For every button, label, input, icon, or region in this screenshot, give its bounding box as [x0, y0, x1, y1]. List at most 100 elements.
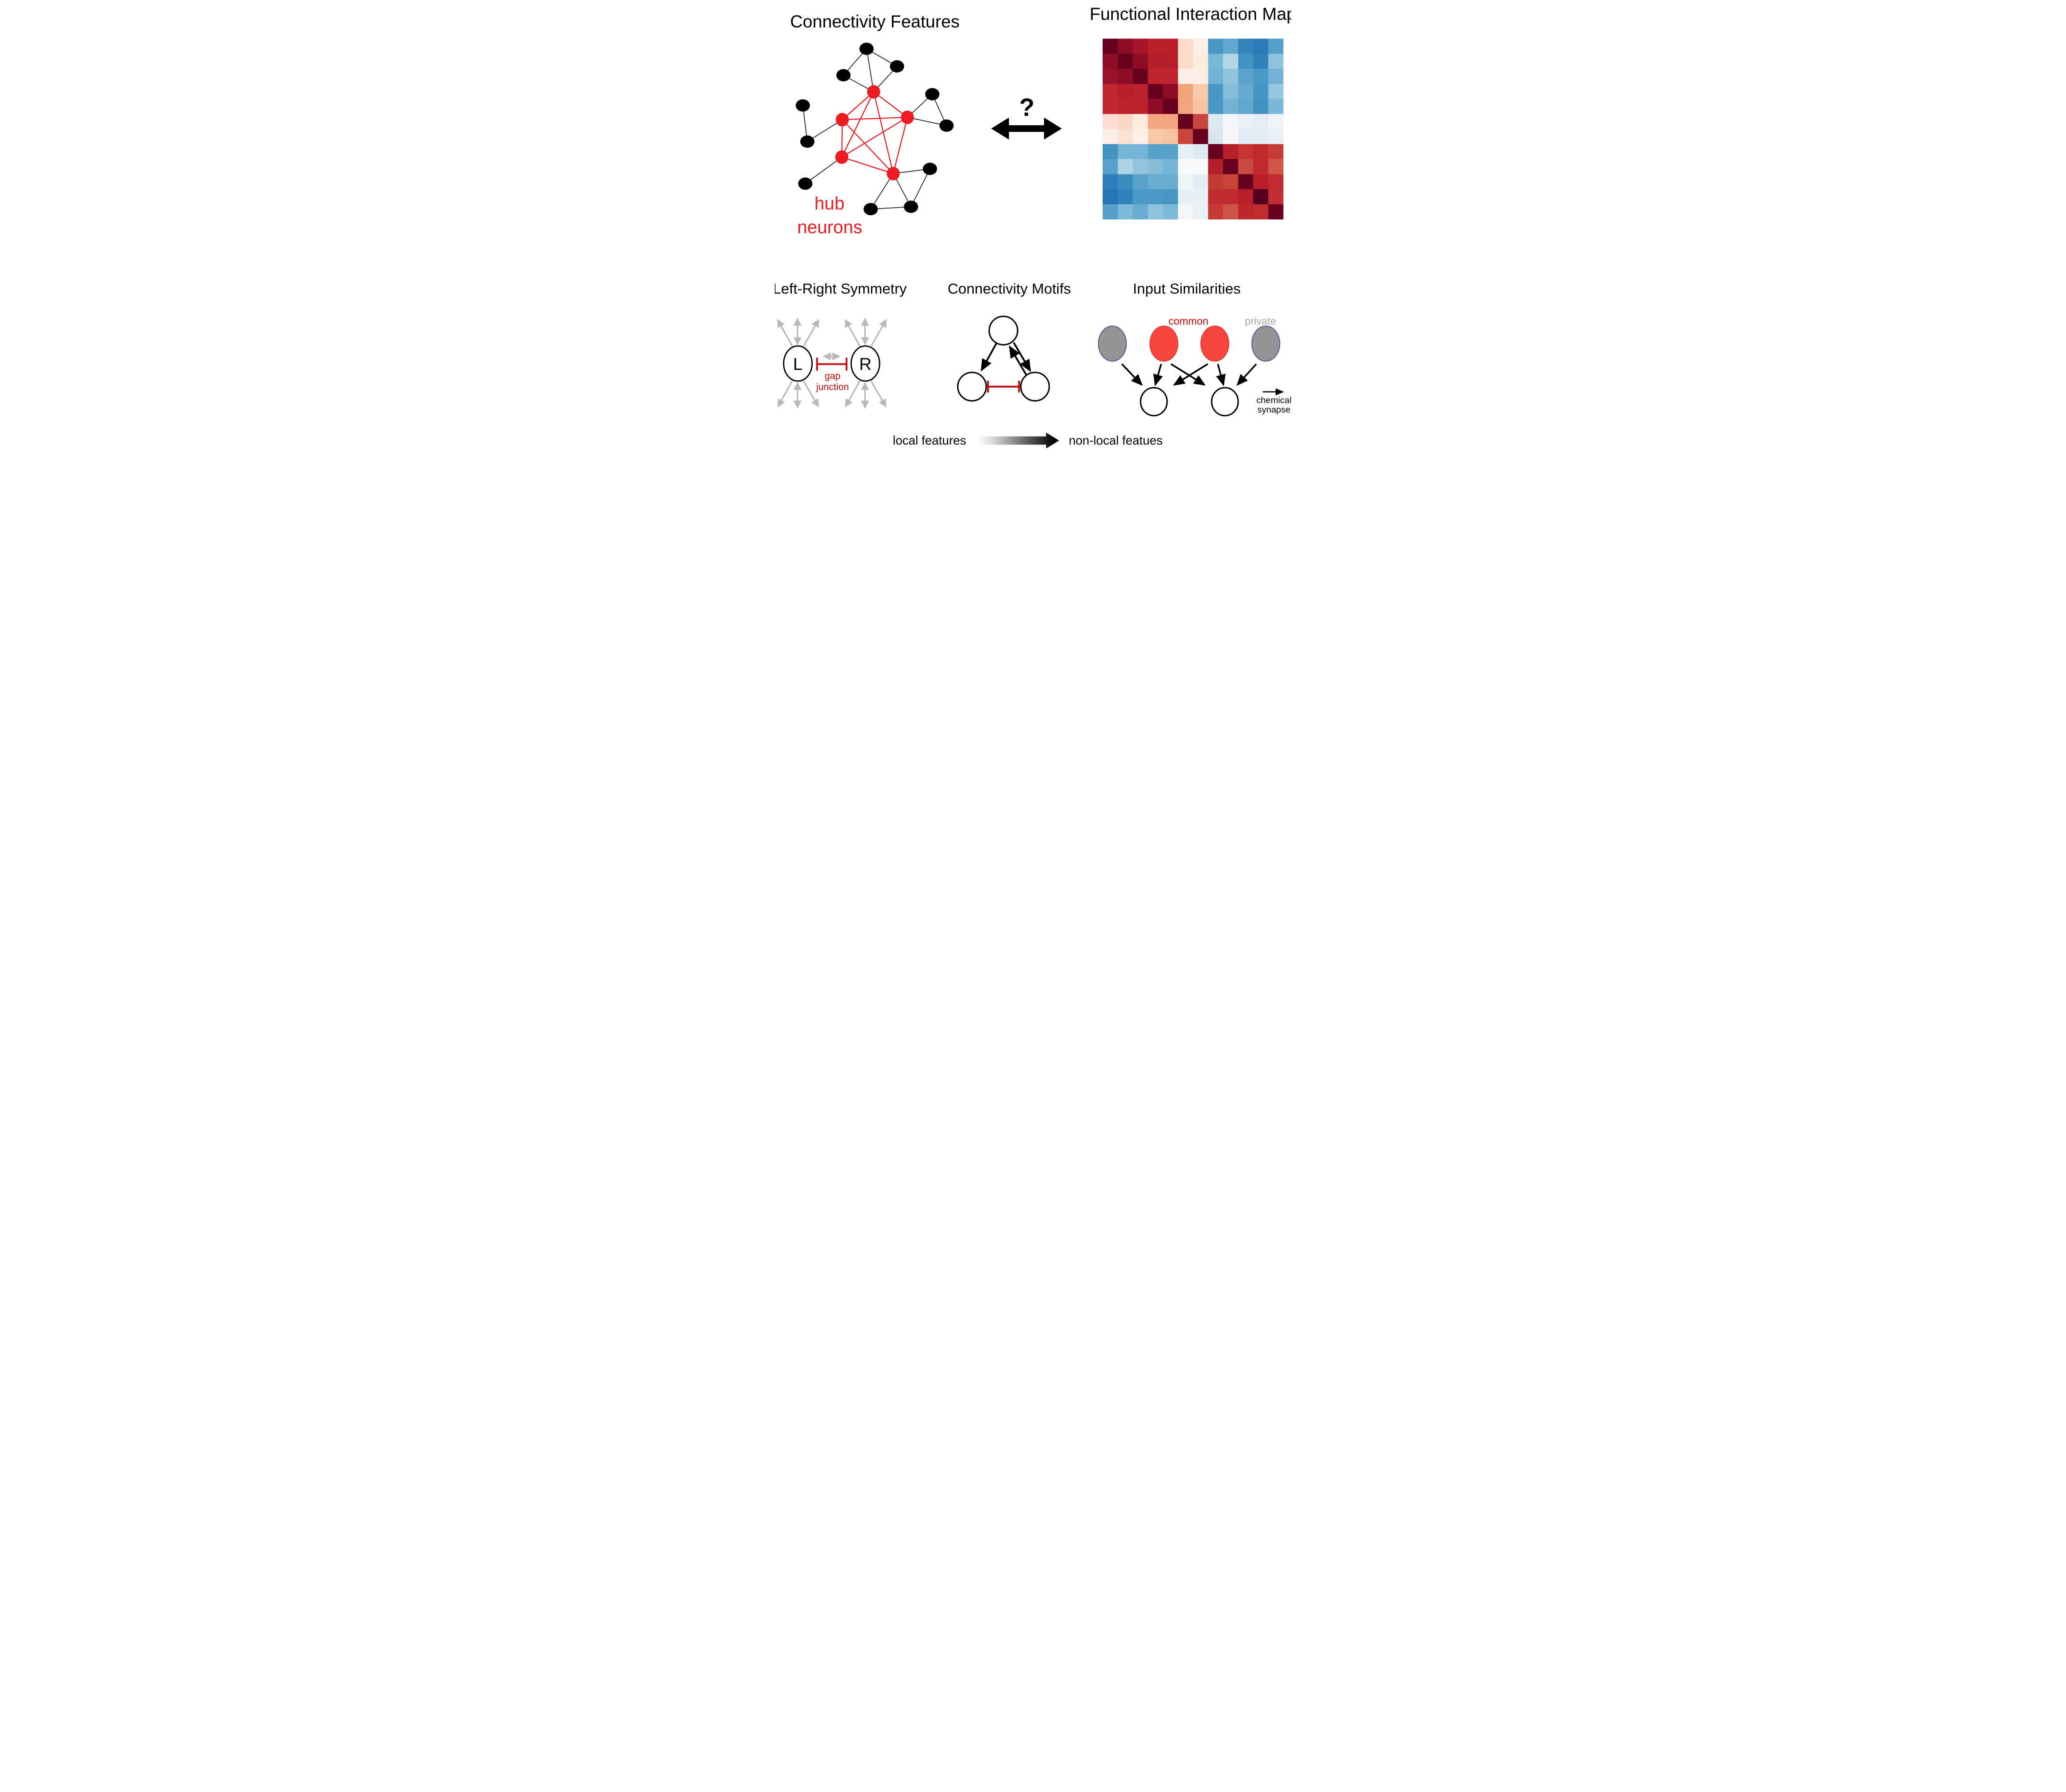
- network-edge-r2-r5: [842, 119, 894, 174]
- heatmap-cell-r10-c7: [1193, 174, 1208, 190]
- input-arrow-3: [1173, 363, 1208, 386]
- heatmap-cell-r8-c2: [1117, 144, 1133, 159]
- figure-container: Connectivity Features Functional Interac…: [775, 0, 1291, 448]
- left-neuron-circle: [783, 345, 813, 382]
- right-neuron-circle: [850, 345, 880, 382]
- heatmap-cell-r12-c12: [1268, 204, 1284, 219]
- heatmap-cell-r12-c6: [1178, 204, 1193, 219]
- heatmap-cell-r6-c8: [1208, 114, 1223, 129]
- heatmap-cell-r1-c8: [1208, 38, 1223, 54]
- question-relation: ?: [991, 94, 1062, 140]
- target-neuron-1: [1211, 387, 1239, 417]
- heatmap-cell-r8-c7: [1193, 144, 1208, 159]
- heatmap-cell-r5-c7: [1193, 99, 1208, 114]
- heatmap-cell-r9-c12: [1268, 159, 1284, 174]
- heatmap-cell-r3-c6: [1178, 69, 1193, 84]
- heatmap-cell-r10-c8: [1208, 174, 1223, 190]
- neuron-node-b5: [800, 135, 815, 148]
- neuron-node-b10: [863, 203, 878, 216]
- heatmap-cell-r4-c9: [1223, 83, 1238, 99]
- motif-circle-0: [988, 316, 1018, 346]
- heatmap-cell-r7-c9: [1223, 129, 1238, 144]
- neuron-node-b7: [925, 88, 940, 100]
- heatmap-cell-r2-c1: [1103, 54, 1118, 69]
- heatmap-cell-r10-c2: [1117, 174, 1133, 190]
- lr-gray-arrow-right-3: [845, 380, 861, 408]
- right-neuron-label: R: [859, 355, 871, 374]
- motif-inhibition-bar: [987, 381, 1020, 393]
- heatmap-cell-r4-c2: [1117, 83, 1133, 99]
- heatmap-cell-r2-c8: [1208, 54, 1223, 69]
- gap-junction-label-line2: junction: [816, 382, 849, 392]
- heatmap-cell-r9-c8: [1208, 159, 1223, 174]
- heatmap-cell-r6-c12: [1268, 114, 1284, 129]
- heatmap-cell-r3-c7: [1193, 69, 1208, 84]
- heatmap-cell-r7-c1: [1103, 129, 1118, 144]
- non-local-features-label: non-local featues: [1069, 433, 1162, 447]
- heatmap-cell-r10-c12: [1268, 174, 1284, 190]
- heatmap-cell-r6-c5: [1163, 114, 1178, 129]
- hub-neuron-node-r2: [835, 113, 849, 127]
- heatmap-cell-r5-c4: [1148, 99, 1163, 114]
- lr-gray-arrow-left-5: [803, 380, 819, 408]
- heatmap-cell-r1-c10: [1238, 38, 1253, 54]
- network-edge-b6-r4: [805, 156, 842, 184]
- heatmap-cell-r12-c11: [1253, 204, 1269, 219]
- network-edge-r2-r3: [842, 117, 908, 120]
- left-right-symmetry-title: Left-Right Symmetry: [775, 280, 907, 297]
- neuron-node-b4: [796, 99, 810, 112]
- network-edge-r4-r5: [842, 156, 894, 174]
- heatmap-cell-r3-c8: [1208, 69, 1223, 84]
- network-edge-b9-b11: [910, 168, 931, 207]
- heatmap-cell-r8-c9: [1223, 144, 1238, 159]
- heatmap-cell-r2-c10: [1238, 54, 1253, 69]
- lr-circles: [783, 345, 880, 382]
- heatmap-cell-r6-c10: [1238, 114, 1253, 129]
- heatmap-cell-r5-c8: [1208, 99, 1223, 114]
- gap-junction-connector: [816, 352, 848, 371]
- heatmap-cell-r6-c2: [1117, 114, 1133, 129]
- input-arrow-1: [1153, 364, 1163, 386]
- heatmap-cell-r10-c11: [1253, 174, 1269, 190]
- hub-neuron-node-r4: [835, 150, 849, 164]
- input-similarities-title: Input Similarities: [1133, 280, 1241, 297]
- heatmap-cell-r8-c11: [1253, 144, 1269, 159]
- heatmap-cell-r10-c3: [1133, 174, 1148, 190]
- heatmap-cell-r2-c4: [1148, 54, 1163, 69]
- left-neuron-label: L: [793, 355, 803, 374]
- heatmap-cell-r5-c9: [1223, 99, 1238, 114]
- heatmap-cell-r7-c4: [1148, 129, 1163, 144]
- heatmap-cell-r4-c11: [1253, 83, 1269, 99]
- heatmap-cell-r5-c2: [1117, 99, 1133, 114]
- network-edge-r3-r4: [841, 117, 908, 158]
- network-edge-r1-r3: [873, 91, 908, 118]
- network-edge-r1-r2: [842, 91, 874, 120]
- heatmap-cell-r9-c10: [1238, 159, 1253, 174]
- heatmap-cell-r10-c9: [1223, 174, 1238, 190]
- motif-circle-2: [1020, 372, 1050, 402]
- input-ellipses: [1098, 326, 1280, 417]
- heatmap-cell-r1-c6: [1178, 38, 1193, 54]
- heatmap-cell-r5-c10: [1238, 99, 1253, 114]
- heatmap-cell-r7-c2: [1117, 129, 1133, 144]
- hub-neuron-node-r1: [867, 85, 880, 99]
- heatmap-cell-r10-c5: [1163, 174, 1178, 190]
- network-edge-r1-r4: [841, 91, 874, 157]
- left-right-symmetry-diagram: L R gap junction: [777, 318, 887, 409]
- heatmap-cell-r3-c4: [1148, 69, 1163, 84]
- heatmap-cell-r3-c3: [1133, 69, 1148, 84]
- question-mark: ?: [1019, 94, 1034, 122]
- common-input-neuron-1: [1149, 326, 1178, 362]
- local-features-label: local features: [893, 433, 966, 447]
- heatmap-cell-r2-c3: [1133, 54, 1148, 69]
- neuron-node-b8: [939, 119, 954, 132]
- heatmap-cell-r10-c1: [1103, 174, 1118, 190]
- private-input-neuron-0: [1098, 326, 1127, 362]
- heatmap-cell-r12-c4: [1148, 204, 1163, 219]
- hub-neurons-label-line2: neurons: [797, 218, 862, 237]
- heatmap-cell-r8-c10: [1238, 144, 1253, 159]
- heatmap-cell-r2-c11: [1253, 54, 1269, 69]
- lr-gray-arrow-right-2: [870, 319, 887, 346]
- input-arrow-0: [1121, 363, 1143, 386]
- heatmap-cell-r11-c2: [1117, 189, 1133, 204]
